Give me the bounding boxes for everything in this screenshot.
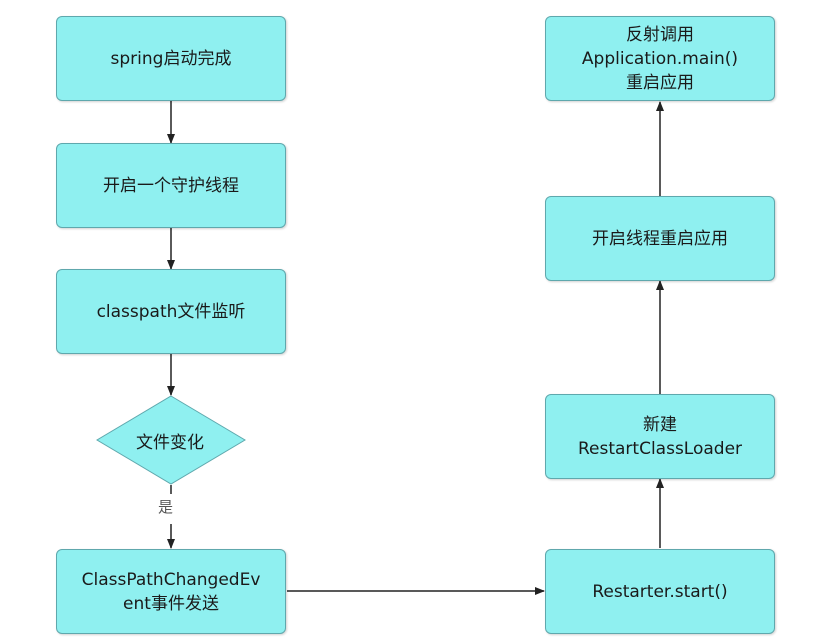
event-label-line2: ent事件发送 bbox=[123, 593, 219, 614]
start-daemon-label: 开启一个守护线程 bbox=[103, 175, 239, 196]
new-loader-label-line1: 新建 bbox=[643, 414, 677, 435]
classpath-watch-node: classpath文件监听 bbox=[56, 269, 286, 354]
start-daemon-node: 开启一个守护线程 bbox=[56, 143, 286, 228]
reflect-label-line2: Application.main() bbox=[581, 48, 739, 69]
reflect-label-line3: 重启应用 bbox=[625, 72, 694, 93]
event-node: ClassPathChangedEv ent事件发送 bbox=[56, 549, 286, 634]
spring-started-label: spring启动完成 bbox=[110, 48, 232, 69]
new-loader-node: 新建 RestartClassLoader bbox=[545, 394, 775, 479]
restarter-start-node: Restarter.start() bbox=[545, 549, 775, 634]
file-changed-label: 文件变化 bbox=[136, 432, 204, 453]
file-changed-diamond bbox=[96, 395, 246, 485]
restarter-start-label: Restarter.start() bbox=[592, 581, 728, 602]
thread-restart-label: 开启线程重启应用 bbox=[592, 228, 728, 249]
thread-restart-node: 开启线程重启应用 bbox=[545, 196, 775, 281]
new-loader-label-line2: RestartClassLoader bbox=[577, 438, 743, 459]
yes-edge-label: 是 bbox=[158, 498, 174, 516]
reflect-label-line1: 反射调用 bbox=[625, 24, 694, 45]
reflect-main-node: 反射调用 Application.main() 重启应用 bbox=[545, 16, 775, 101]
event-label-line1: ClassPathChangedEv bbox=[81, 569, 261, 590]
spring-started-node: spring启动完成 bbox=[56, 16, 286, 101]
classpath-watch-label: classpath文件监听 bbox=[96, 301, 246, 322]
